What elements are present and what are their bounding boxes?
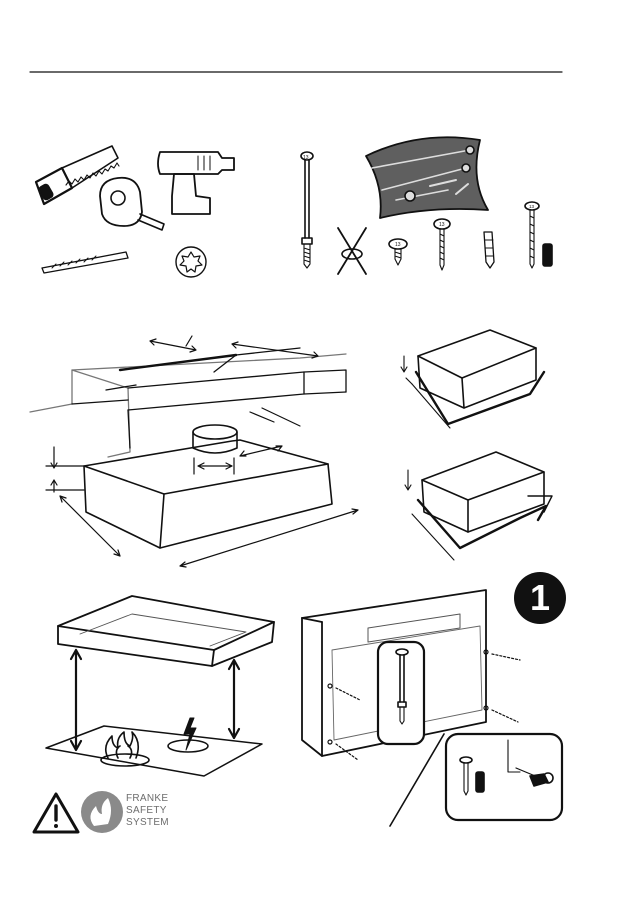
long-screw-icon bbox=[301, 152, 313, 268]
drill-bit-icon bbox=[42, 252, 128, 273]
saw-icon bbox=[36, 146, 119, 204]
franke-safety-logo bbox=[81, 791, 123, 833]
safety-brand-line-1: FRANKE bbox=[126, 793, 169, 805]
right-screw-label: 13 bbox=[529, 204, 535, 209]
safety-brand-line-2: SAFETY bbox=[126, 805, 169, 817]
safety-brand-line-3: SYSTEM bbox=[126, 817, 169, 829]
torx-bit-icon bbox=[176, 247, 206, 277]
wall-plug-detail-callout bbox=[446, 734, 562, 820]
right-screw-icon bbox=[525, 202, 552, 268]
flame-icon bbox=[101, 732, 149, 766]
hood-mount-diagram-bottom bbox=[405, 452, 552, 560]
wall-plug-icon bbox=[484, 232, 494, 268]
screw-bag-icon bbox=[366, 137, 488, 218]
kitchen-cabinet-outline bbox=[30, 348, 346, 457]
hood-mount-diagram-top bbox=[401, 330, 544, 428]
long-screw-label: 13 bbox=[303, 155, 309, 161]
step-number: 1 bbox=[530, 577, 550, 619]
hood-safety-diagram bbox=[46, 596, 274, 776]
medium-screw-label: 13 bbox=[439, 222, 445, 228]
tape-measure-icon bbox=[100, 178, 164, 230]
exhaust-collar bbox=[193, 425, 237, 453]
step-number-badge: 1 bbox=[514, 572, 566, 624]
warning-icon bbox=[34, 794, 78, 832]
callout-leader-line bbox=[390, 734, 444, 826]
small-screw-label: 13 bbox=[395, 242, 401, 248]
drill-icon bbox=[158, 152, 234, 214]
crossed-out-washer-icon bbox=[338, 228, 366, 274]
screw-detail-callout bbox=[378, 642, 424, 744]
franke-safety-system-label: FRANKE SAFETY SYSTEM bbox=[126, 793, 169, 829]
hood-box bbox=[84, 440, 332, 548]
